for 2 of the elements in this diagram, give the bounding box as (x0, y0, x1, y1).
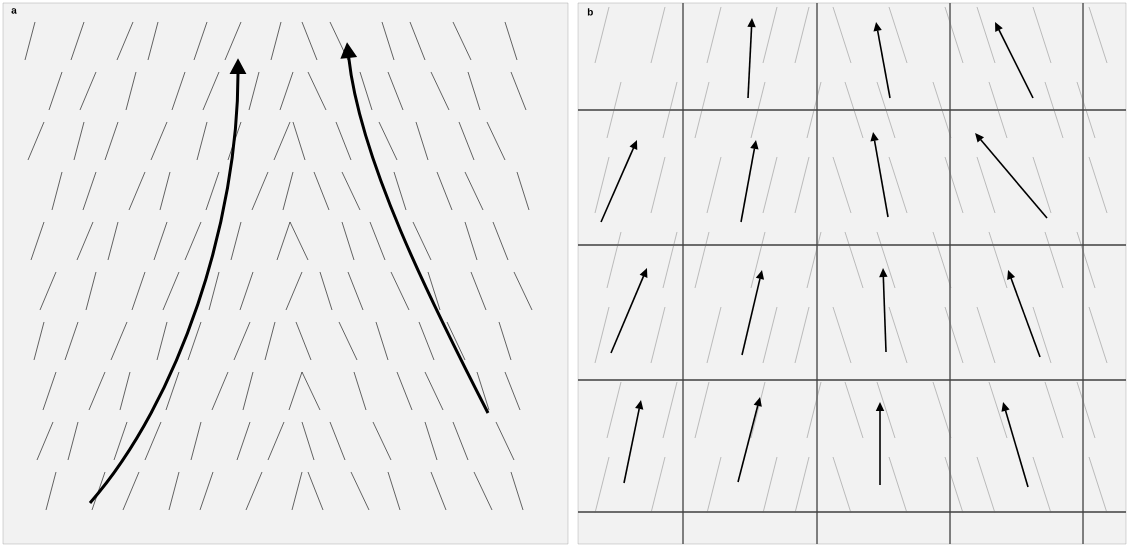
panel-label: b (587, 8, 593, 16)
panel-label: a (11, 8, 17, 14)
